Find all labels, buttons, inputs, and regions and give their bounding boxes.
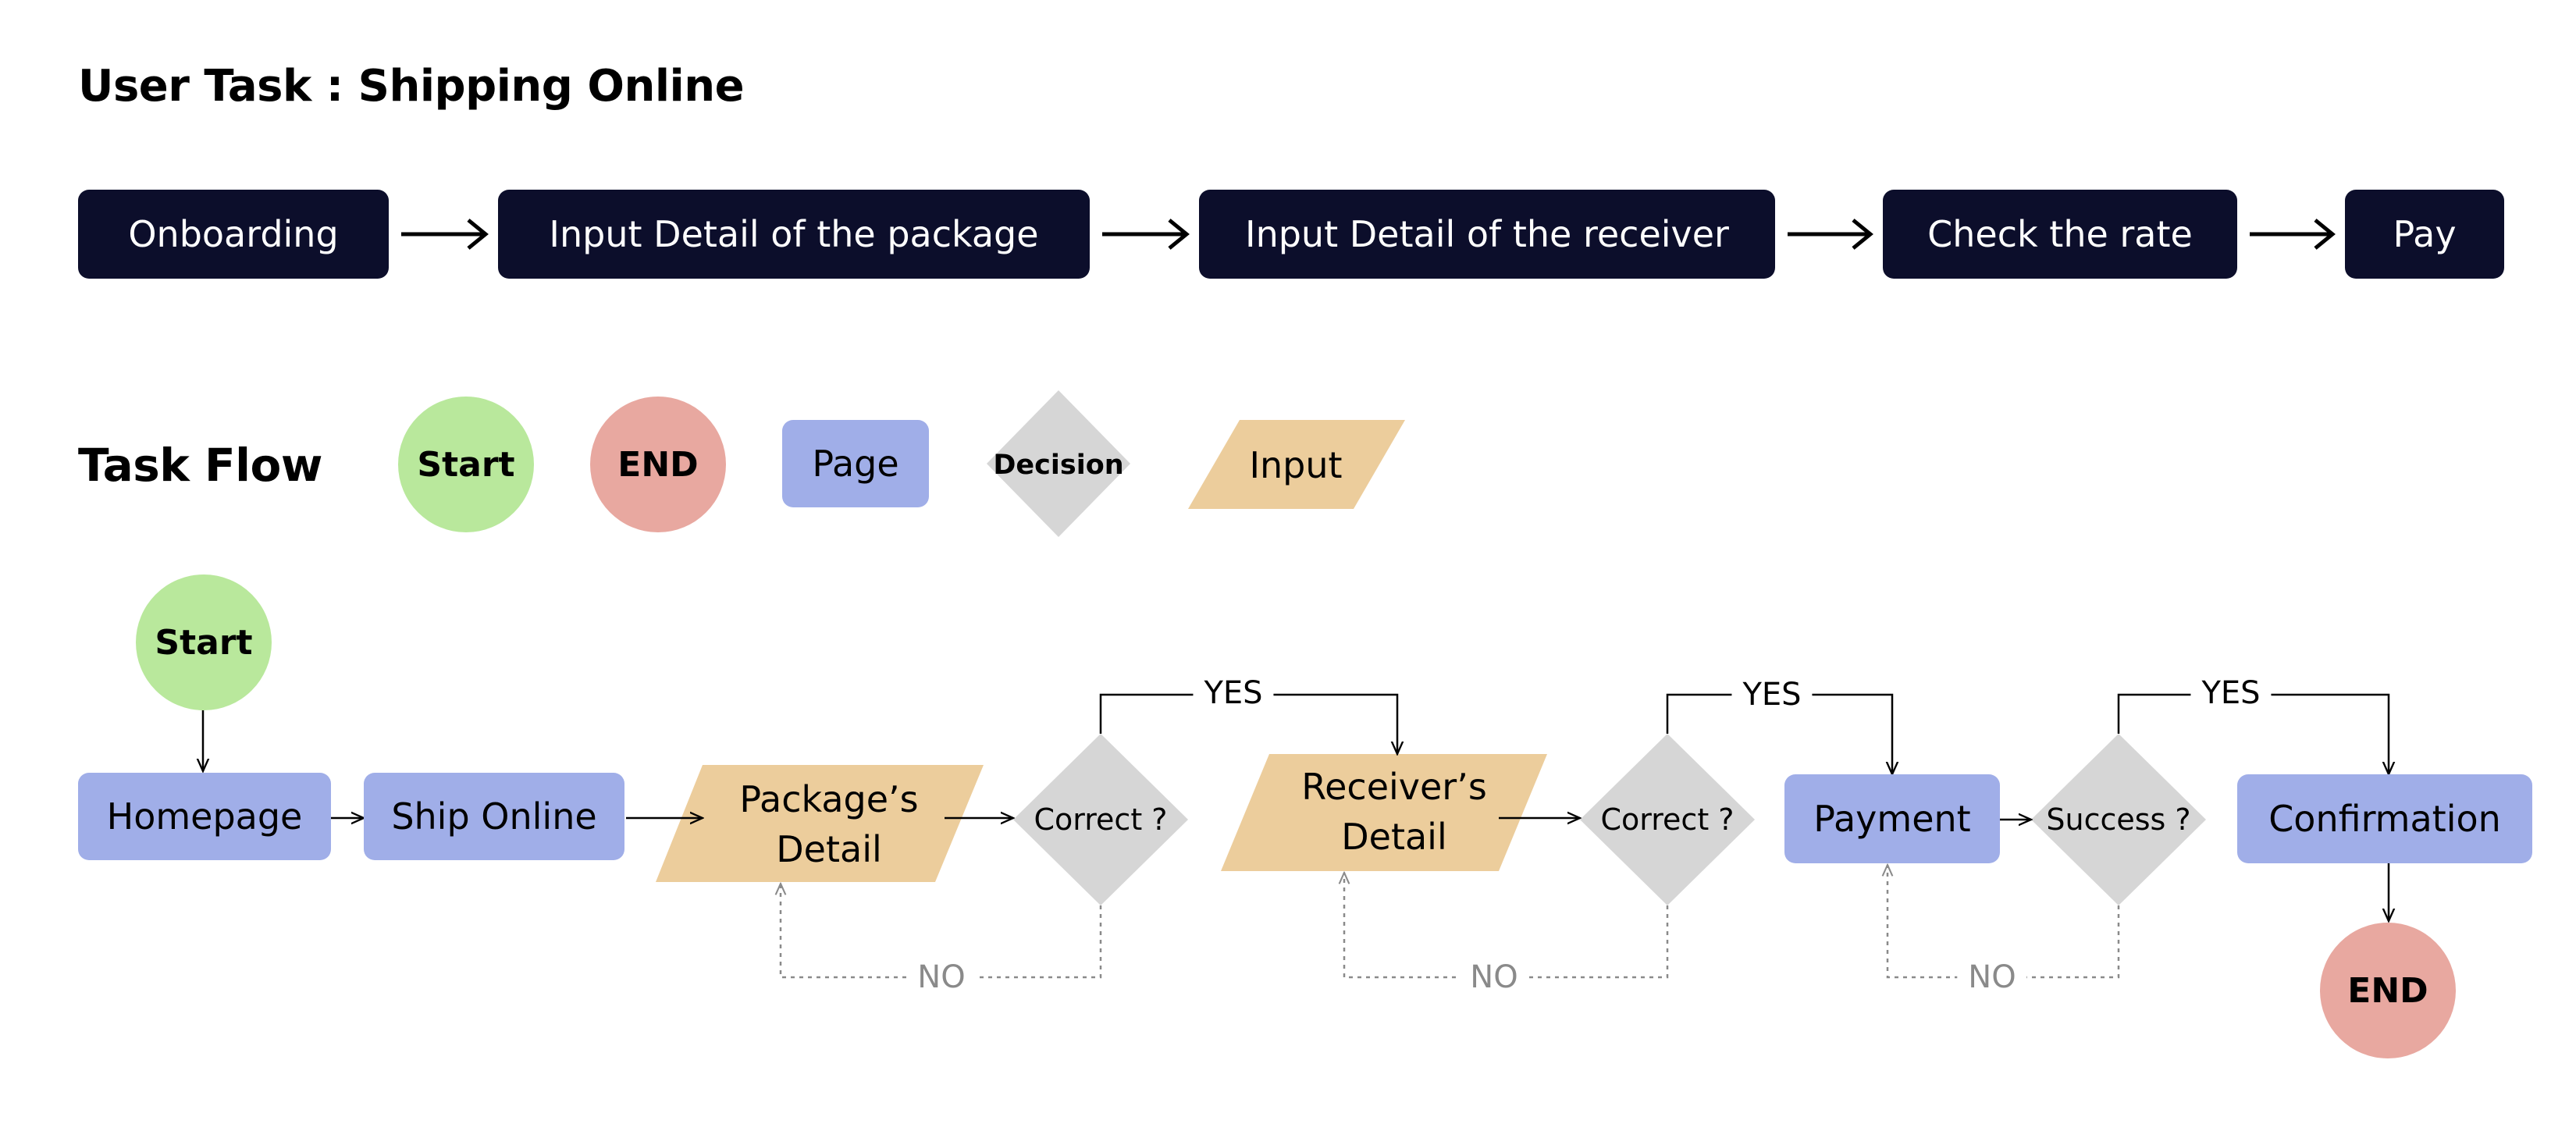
legend-input-shape [1188,420,1405,509]
payment-label: Payment [1813,798,1971,840]
receiver-detail-node: Receiver’s Detail [1301,762,1487,862]
legend-start: Start [398,397,534,532]
step-input-package: Input Detail of the package [498,190,1090,279]
no-label-1: NO [906,959,977,995]
receiver-detail-shape [1221,754,1547,871]
step-check-rate: Check the rate [1883,190,2237,279]
step-arrows [401,219,2336,250]
payment-node: Payment [1784,774,2000,863]
homepage-node: Homepage [78,773,331,860]
flow-start-label: Start [155,622,253,663]
confirmation-node: Confirmation [2237,774,2532,863]
step-onboarding: Onboarding [78,190,389,279]
receiver-detail-label-line2: Detail [1341,816,1447,858]
no-label-3: NO [1957,959,2027,995]
receiver-detail-label-line1: Receiver’s [1301,766,1487,808]
homepage-label: Homepage [106,795,303,838]
legend-page: Page [782,420,929,507]
page-title: User Task : Shipping Online [78,61,745,112]
package-detail-label-line1: Package’s [739,778,919,820]
decision-success-label: Success ? [2046,802,2191,837]
no-connectors [781,865,2120,979]
legend-decision-label: Decision [993,450,1124,481]
step-input-receiver: Input Detail of the receiver [1199,190,1775,279]
legend-decision-shape [987,390,1130,537]
package-detail-label-line2: Detail [776,828,882,870]
step-pay: Pay [2345,190,2504,279]
ship-online-node: Ship Online [364,773,624,860]
flow-end: END [2320,923,2456,1058]
flow-end-label: END [2347,970,2428,1011]
yes-label-3: YES [2190,675,2272,711]
confirmation-label: Confirmation [2268,798,2501,840]
legend-input-label: Input [1249,444,1343,486]
decision-correct-1-shape [1013,734,1188,905]
decision-correct-2-label: Correct ? [1600,802,1735,837]
legend-page-label: Page [812,443,899,485]
legend-end: END [590,397,726,532]
legend-start-label: Start [417,444,515,485]
task-flow-heading: Task Flow [78,439,322,492]
package-detail-shape [656,765,984,882]
decision-correct-1-label: Correct ? [1034,802,1168,837]
decision-success-shape [2031,734,2206,905]
flow-start: Start [136,574,272,710]
decision-correct-2-shape [1580,734,1755,905]
legend-end-label: END [617,444,699,485]
ship-online-label: Ship Online [391,795,597,838]
yes-label-2: YES [1731,677,1813,713]
no-label-2: NO [1459,959,1529,995]
yes-label-1: YES [1193,675,1274,711]
package-detail-node: Package’s Detail [739,774,918,874]
